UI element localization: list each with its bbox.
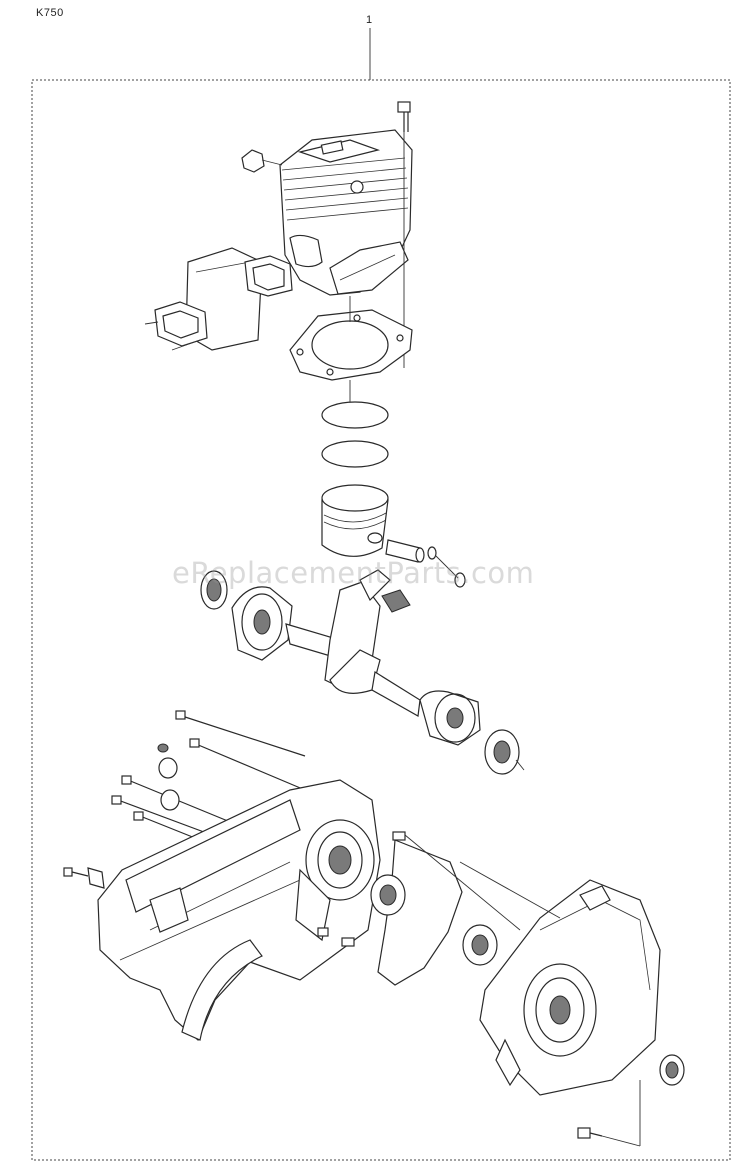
crankcase-left-half (97, 779, 381, 1041)
callout-number: 1 (366, 14, 373, 26)
crank-bearing-right (484, 729, 525, 775)
cylinder (279, 129, 413, 296)
piston-rings (321, 380, 389, 468)
crankcase-bearing (462, 924, 498, 966)
model-label: K750 (36, 7, 64, 19)
oil-seal-right (659, 1054, 685, 1086)
side-bolt-washer (63, 867, 105, 889)
spark-plug-part (241, 149, 283, 173)
crankcase-gasket (341, 831, 463, 986)
piston-pin (385, 539, 466, 588)
bottom-bolt (577, 1080, 641, 1147)
watermark: eReplacementParts.com (172, 556, 535, 590)
crankcase-right-half (404, 834, 661, 1096)
kit-boundary (31, 79, 731, 1161)
base-gasket (289, 296, 413, 381)
needle-bearing (381, 589, 411, 613)
intake-gaskets (144, 247, 293, 351)
piston (321, 484, 389, 557)
crankshaft (231, 569, 481, 746)
crank-bearing-left (200, 570, 228, 610)
